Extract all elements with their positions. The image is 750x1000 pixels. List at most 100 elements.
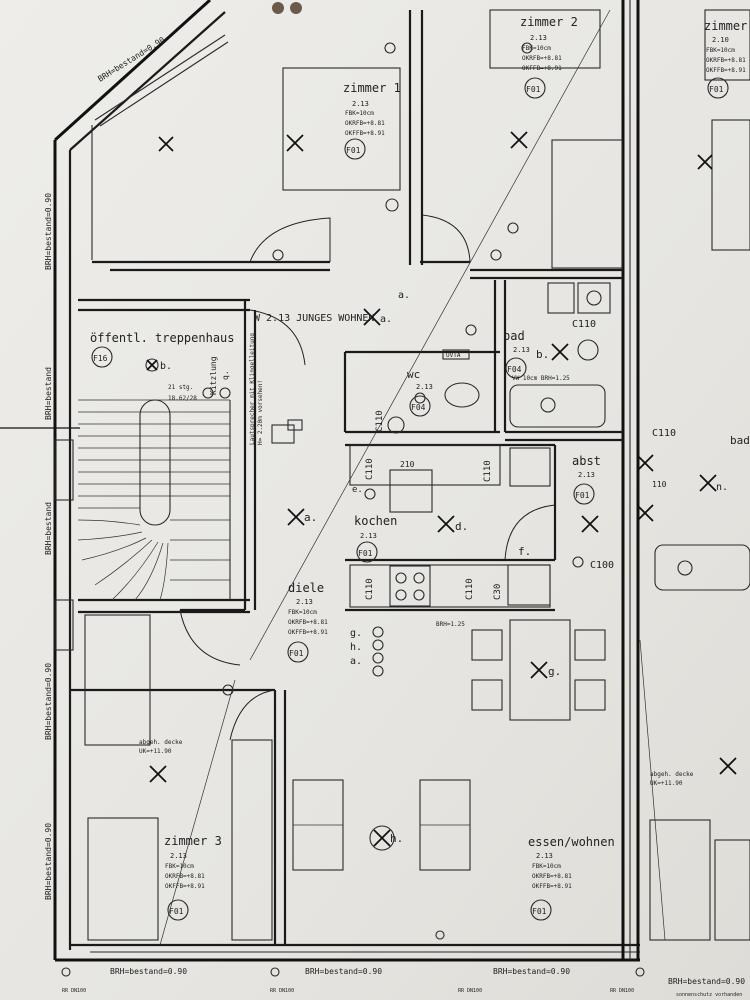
unit-name: W 2.13 JUNGES WOHNEN [254, 313, 374, 324]
room-spec: OKFFB=+8.91 [288, 629, 328, 636]
mark-q: q. [221, 370, 230, 380]
room-tag: F04 [411, 403, 426, 412]
room-spec: FBK=10cm [288, 609, 317, 616]
light-markers [145, 131, 737, 851]
brh-label-bottom2: BRH=bestand=0.90 [305, 967, 382, 976]
socket-symbols [202, 42, 693, 696]
dn-label-4: RR DN100 [610, 988, 634, 994]
room-code: 2.10 [712, 36, 729, 44]
room-essen: essen/wohnen 2.13 FBK=10cm OKRFB=+8.81 O… [390, 665, 615, 921]
room-spec: OKRFB=+8.81 [345, 120, 385, 127]
room-wc: wc 2.13 F04 UVTA [407, 349, 470, 417]
furniture [77, 9, 750, 941]
room-spec: OKRFB=+8.81 [288, 619, 328, 626]
room-tag: F01 [169, 907, 184, 916]
dn-label-1: RR DN100 [62, 988, 86, 994]
room-sill: VW 10cm BRH=1.25 [512, 375, 570, 382]
room-zimmer2: zimmer 2 2.13 FBK=10cm OKRFB=+8.81 OKFFB… [520, 15, 578, 99]
room-code: 2.13 [416, 383, 433, 391]
brh-label-left1: BRH=bestand=0.90 [44, 193, 53, 270]
room-name: zimmer 2 [520, 15, 578, 29]
brh-label-left5: BRH=bestand=0.90 [44, 823, 53, 900]
room-treppenhaus: öffentl. treppenhaus F16 b. 21 stg. 18.6… [90, 331, 235, 402]
room-zimmer3: zimmer 3 2.13 FBK=10cm OKRFB=+8.81 OKFFB… [164, 834, 222, 921]
room-name: zimmer [704, 19, 747, 33]
stair-steps: 21 stg. [168, 384, 193, 391]
room-abst: abst 2.13 F01 f. [518, 454, 601, 558]
room-spec: FBK=10cm [532, 863, 561, 870]
stair-treads [77, 399, 231, 601]
room-code: 2.13 [578, 471, 595, 479]
room-spec: OKFFB=+8.91 [532, 883, 572, 890]
uvta-label: UVTA [446, 352, 461, 359]
room-spec: FBK=10cm [522, 45, 551, 52]
room-code: 2.13 [296, 598, 313, 606]
room-code: 2.13 [536, 852, 553, 860]
brh-label-left2: BRH=bestand [44, 367, 53, 420]
brh-label-bottom1: BRH=bestand=0.90 [110, 967, 187, 976]
room-mark: a. [304, 511, 317, 524]
room-spec: OKFFB=+8.91 [345, 130, 385, 137]
room-bad-right: bad n. [716, 434, 750, 493]
uk-label-right: UK=+11.90 [650, 780, 683, 787]
room-bad: bad 2.13 F04 b. VW 10cm BRH=1.25 [503, 329, 570, 382]
room-mark: b. [160, 361, 172, 372]
room-zimmer-right: zimmer 2.10 FBK=10cm OKRFB=+8.81 OKFFB=+… [704, 19, 747, 99]
brh-label-bottom4: BRH=bestand=0.90 [668, 977, 745, 986]
room-name: bad [730, 434, 750, 447]
kit-note-2: H= 2.20m vorsehen! [257, 380, 264, 445]
drain-symbols [61, 930, 645, 977]
room-code: 2.13 [530, 34, 547, 42]
c100-label: C100 [590, 560, 614, 571]
kit-note-1: Lautsprecher mit Klingelleitung [249, 333, 256, 445]
mark-g-left: g. [350, 628, 362, 639]
room-spec: OKRFB=+8.81 [706, 57, 746, 64]
mark-h-left: h. [350, 642, 362, 653]
room-tag: F01 [358, 549, 373, 558]
mark-a-left: a. [350, 656, 362, 667]
mark-e: e. [352, 485, 363, 495]
unit-mark: a. [380, 314, 392, 325]
n210-label: 210 [400, 460, 415, 469]
mark-g: g. [548, 665, 561, 678]
c110-right: C110 [652, 428, 676, 439]
room-name: zimmer 3 [164, 834, 222, 848]
room-name: kochen [354, 514, 397, 528]
room-tag: F04 [507, 365, 522, 374]
room-code: 2.13 [170, 852, 187, 860]
mark-f: f. [518, 545, 531, 558]
sonnenschutz-label: sonnenschutz vorhanden [676, 992, 742, 998]
c110-kitchen-v3: C110 [483, 460, 493, 482]
room-name: bad [503, 329, 525, 343]
room-spec: OKRFB=+8.81 [532, 873, 572, 880]
c110-kitchen-v: C110 [375, 410, 385, 432]
room-spec: OKFFB=+8.91 [706, 67, 746, 74]
room-spec: FBK=10cm [165, 863, 194, 870]
misc-labels: BRH=bestand=0.90 BRH=bestand=0.90 BRH=be… [44, 35, 745, 998]
room-name: wc [407, 368, 420, 381]
room-zimmer1: zimmer 1 2.13 FBK=10cm OKRFB=+8.81 OKFFB… [343, 81, 401, 160]
room-name: abst [572, 454, 601, 468]
c110-counter-2: C110 [465, 578, 475, 600]
room-mark: n. [716, 482, 728, 493]
brh-label-bottom3: BRH=bestand=0.90 [493, 967, 570, 976]
punch-hole [290, 2, 302, 14]
room-spec: FBK=10cm [706, 47, 735, 54]
decke-label-right: abgeh. decke [650, 771, 694, 778]
room-name: diele [288, 581, 324, 595]
decke-label-left: abgeh. decke [139, 739, 183, 746]
mark-a-top: a. [398, 290, 410, 301]
room-tag: F01 [346, 146, 361, 155]
room-code: 2.13 [352, 100, 369, 108]
c110-counter-1: C110 [365, 578, 375, 600]
room-tag: F01 [526, 85, 541, 94]
outer-walls [53, 0, 640, 962]
briefkasten-label: Kitzlung [209, 356, 218, 395]
c110-kitchen-v2: C110 [365, 458, 375, 480]
room-tag: F01 [532, 907, 547, 916]
room-mark: b. [536, 348, 549, 361]
room-spec: OKFFB=+8.91 [522, 65, 562, 72]
dn-label-3: RR DN100 [458, 988, 482, 994]
unit-title: W 2.13 JUNGES WOHNEN a. [254, 313, 392, 325]
